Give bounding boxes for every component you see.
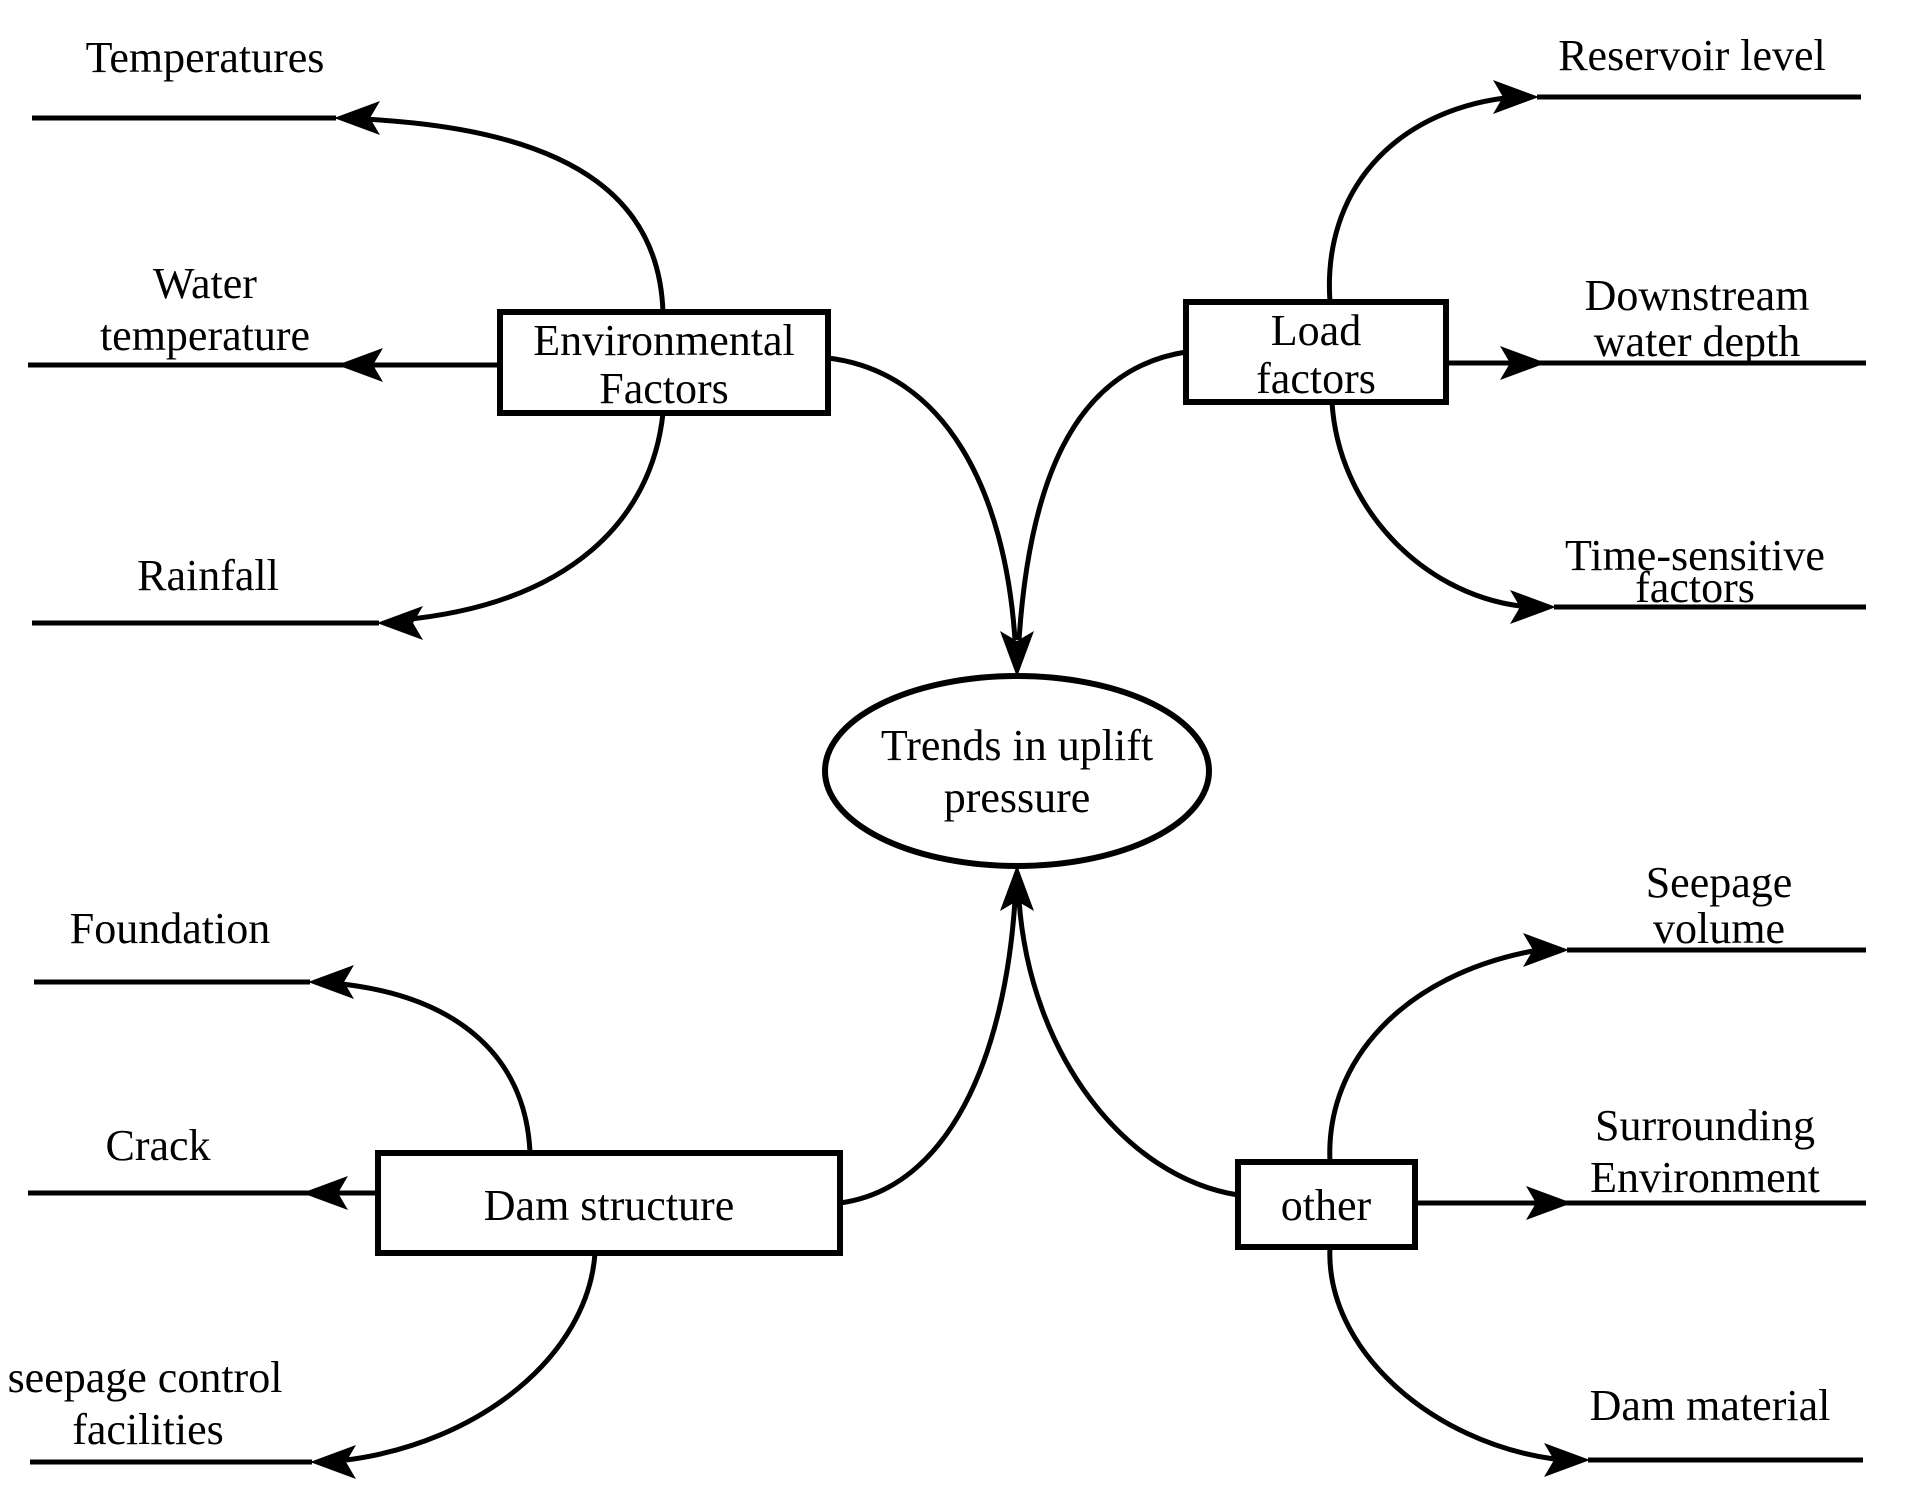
branch-label-crack: Crack (105, 1121, 210, 1170)
branch-label-water-line1: Water (153, 259, 257, 308)
branch-label-time-sensitive-line2: factors (1635, 563, 1755, 612)
load-factors-box-label-line1: Load (1271, 306, 1361, 355)
arrowhead-downstream-water-depth (1500, 346, 1546, 380)
branch-label-rainfall: Rainfall (137, 551, 279, 600)
connector-dam-to-foundation (331, 980, 533, 1154)
dam-structure-box (375, 1150, 843, 1256)
branch-label-dam-material: Dam material (1590, 1381, 1831, 1430)
branch-label-downstream-line1: Downstream (1585, 271, 1810, 320)
arrowhead-crack (302, 1176, 348, 1210)
connector-load-to-center (1016, 349, 1187, 641)
environmental-factors-box-label-line1: Environmental (533, 316, 795, 365)
branch-label-seepage-volume-line2: volume (1653, 904, 1785, 953)
load-factors-box (1183, 299, 1449, 405)
dam-structure-box-label: Dam structure (484, 1181, 734, 1230)
arrowhead-into-center-top (1000, 631, 1034, 677)
arrowhead-water-temperature (337, 348, 383, 382)
arrowhead-rainfall (377, 606, 423, 640)
branch-label-seepage-control-line2: facilities (72, 1405, 224, 1454)
connector-other-to-dam-material (1327, 1246, 1555, 1462)
connector-env-to-rainfall (400, 412, 666, 623)
connector-load-to-time-sensitive (1329, 401, 1521, 609)
connector-dam-to-seepage-control (345, 1252, 598, 1463)
branch-label-time-sensitive-line1: Time-sensitive (1565, 531, 1825, 580)
arrowhead-temperatures (334, 101, 380, 135)
arrowhead-time-sensitive (1510, 590, 1556, 624)
center-ellipse (822, 673, 1212, 869)
connector-other-to-seepage-volume (1327, 948, 1534, 1163)
environmental-factors-box (497, 309, 831, 416)
branch-label-seepage-control-line1: seepage control (8, 1353, 283, 1402)
connector-load-to-reservoir (1326, 95, 1506, 303)
branch-label-foundation: Foundation (70, 904, 270, 953)
branch-label-downstream-line2: water depth (1594, 317, 1800, 366)
load-factors-box-label-line2: factors (1256, 354, 1376, 403)
branch-label-temperatures: Temperatures (86, 33, 325, 82)
branch-label-surrounding-line1: Surrounding (1595, 1101, 1815, 1150)
arrowhead-dam-material (1544, 1443, 1590, 1477)
arrowhead-into-center-bottom (1000, 865, 1034, 911)
center-label-line1: Trends in uplift (881, 721, 1153, 770)
branch-label-reservoir-level: Reservoir level (1558, 31, 1826, 80)
arrowhead-surrounding-environment (1526, 1186, 1572, 1220)
branch-label-seepage-volume-line1: Seepage (1646, 858, 1793, 907)
arrowhead-seepage-control (310, 1445, 356, 1479)
arrowhead-reservoir-level (1493, 80, 1539, 114)
connector-env-to-temperatures (361, 116, 666, 314)
other-box (1235, 1159, 1418, 1250)
connector-other-to-center (1016, 899, 1239, 1198)
environmental-factors-box-label-line2: Factors (599, 364, 729, 413)
arrowhead-foundation (308, 965, 354, 999)
connector-env-to-center (827, 355, 1018, 641)
branch-label-water-line2: temperature (100, 311, 310, 360)
branch-label-surrounding-line2: Environment (1590, 1153, 1820, 1202)
connector-dam-to-center (839, 899, 1018, 1206)
other-box-label: other (1281, 1181, 1372, 1230)
arrowhead-seepage-volume (1523, 933, 1569, 967)
center-label-line2: pressure (944, 773, 1091, 822)
